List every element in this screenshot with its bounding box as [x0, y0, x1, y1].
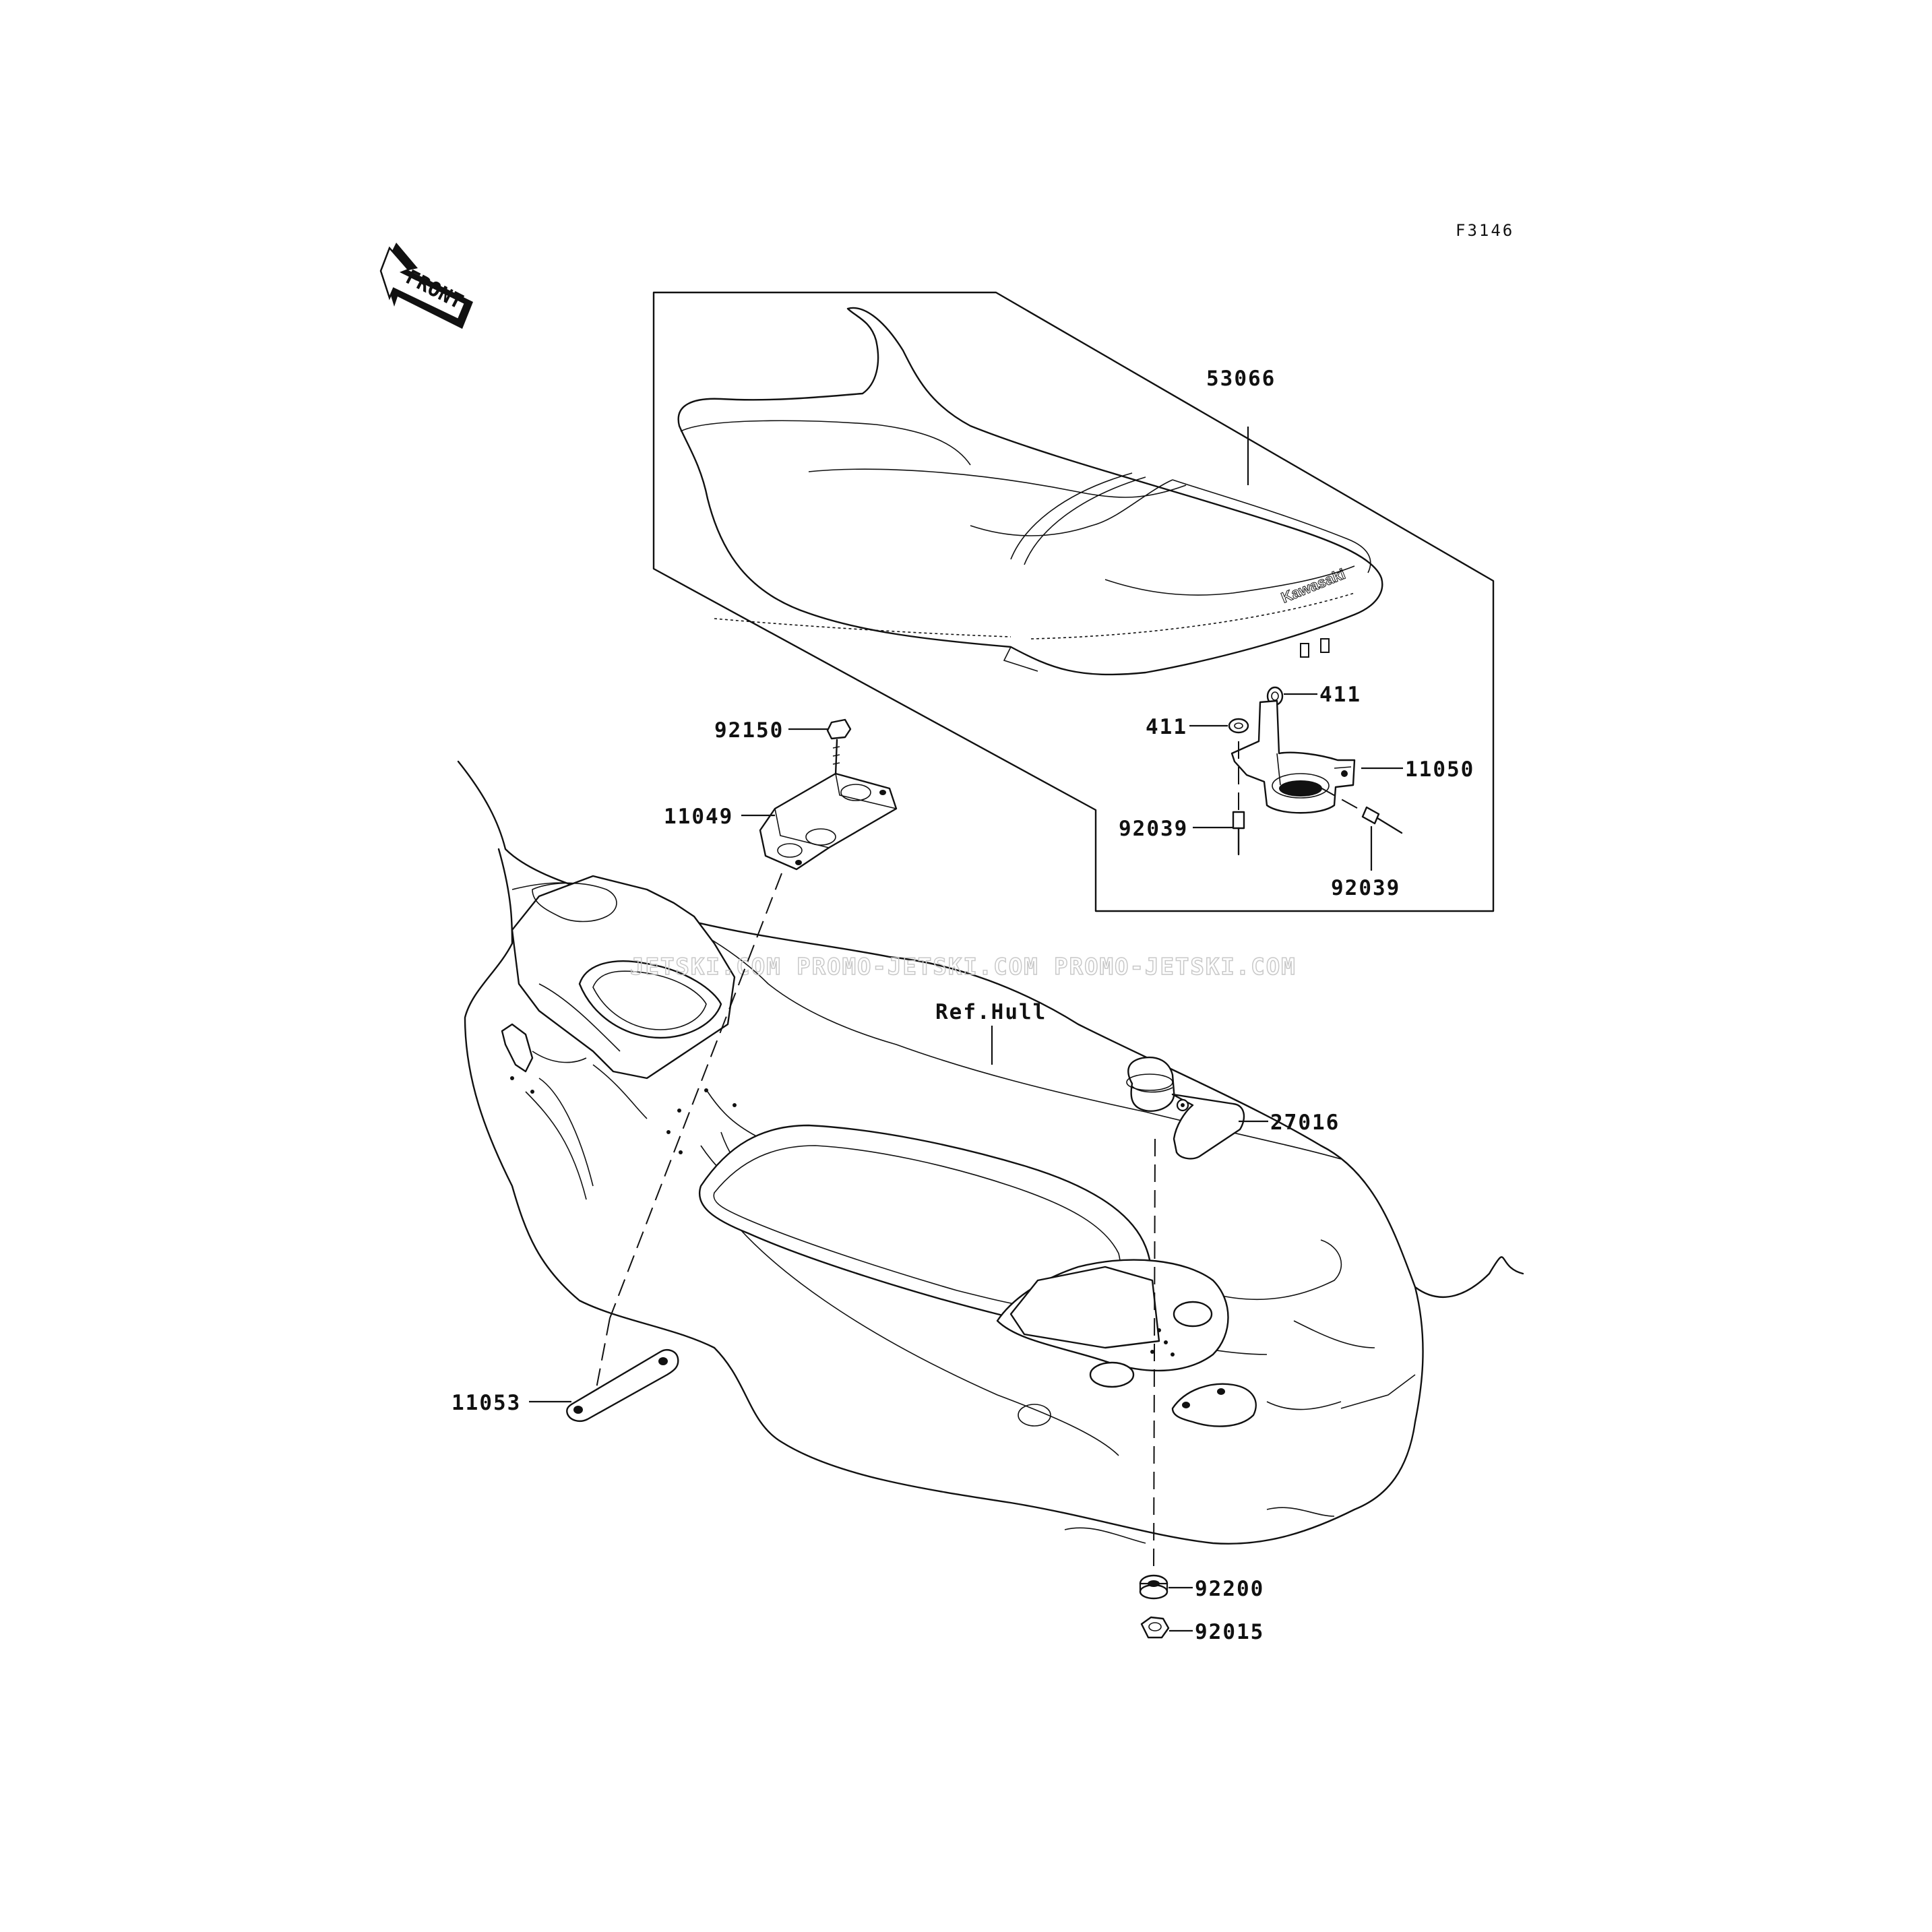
- seat-bracket: [759, 772, 898, 871]
- collar: [1139, 1574, 1168, 1600]
- washer-lower: [1228, 718, 1249, 734]
- seat-bracket-guide: [609, 873, 782, 1319]
- callout-nut: 92015: [1195, 1620, 1264, 1644]
- callout-washer-upper: 411: [1319, 683, 1361, 707]
- rivet-right: [1361, 806, 1403, 834]
- front-arrow-icon: FRONT: [379, 243, 473, 329]
- callout-seat: 53066: [1206, 367, 1276, 391]
- plate: [566, 1349, 679, 1422]
- callout-seat-stopper: 27016: [1270, 1111, 1340, 1135]
- callout-seat-hook-bracket: 11050: [1405, 757, 1474, 782]
- seat-stopper: [1126, 1056, 1245, 1160]
- nut: [1140, 1616, 1170, 1639]
- plate-guide: [596, 1317, 611, 1389]
- collar-guide: [1153, 1138, 1156, 1571]
- seat-assembly-frame: [652, 291, 1495, 912]
- callout-washer-lower: 411: [1146, 715, 1187, 739]
- rivet-right-guide: [1319, 786, 1369, 815]
- reference-label: Ref.Hull: [935, 1000, 1047, 1024]
- rivet-left: [1232, 811, 1245, 856]
- callout-rivet-right: 92039: [1331, 876, 1400, 900]
- callout-bolt: 92150: [714, 718, 784, 743]
- callout-seat-bracket: 11049: [664, 805, 733, 829]
- bolt: [826, 718, 852, 776]
- seat: Kawasaki: [677, 307, 1383, 676]
- seat-hook-bracket: [1230, 699, 1356, 814]
- hull: [457, 760, 1524, 1545]
- figure-code: F3146: [1456, 221, 1514, 240]
- callout-plate: 11053: [451, 1391, 521, 1415]
- watermark: JETSKI.COM PROMO-JETSKI.COM PROMO-JETSKI…: [630, 954, 1297, 980]
- callout-collar: 92200: [1195, 1577, 1264, 1601]
- callout-rivet-left: 92039: [1119, 817, 1188, 841]
